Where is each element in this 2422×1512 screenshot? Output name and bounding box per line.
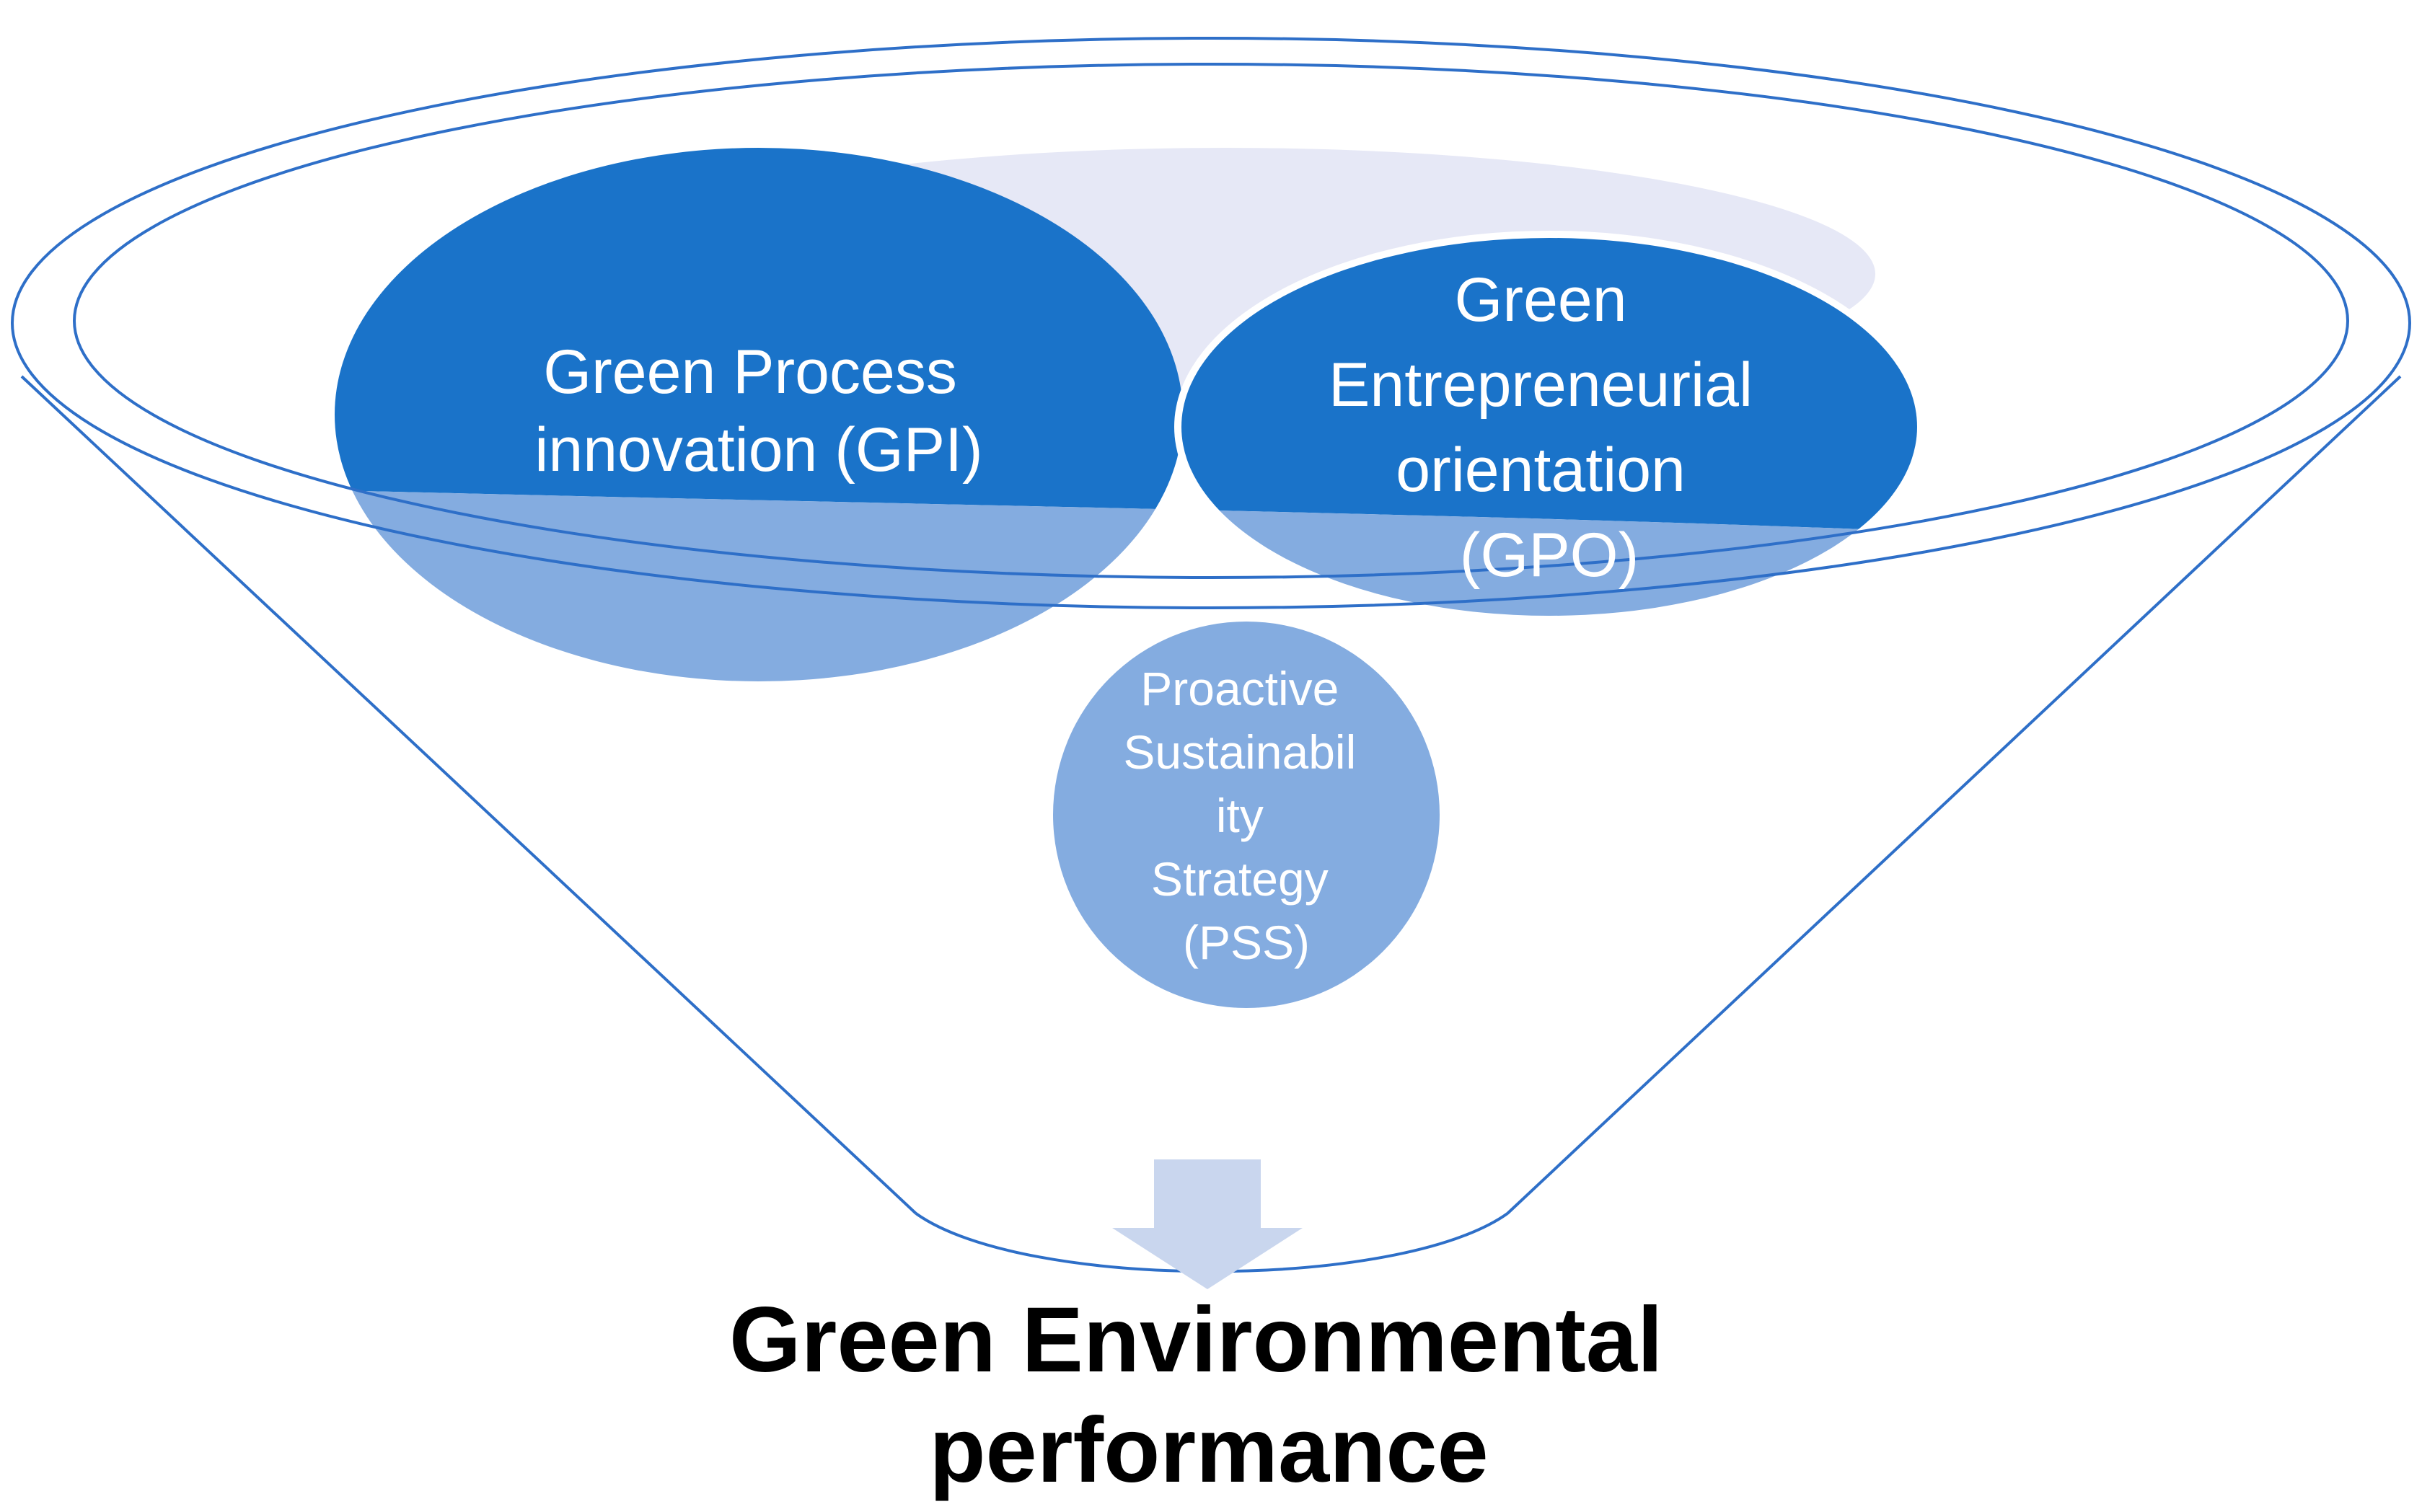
gpi-label-line: innovation (GPI) — [534, 415, 982, 485]
outcome-label: Green Environmental performance — [729, 1288, 1688, 1502]
funnel-rim-outer — [11, 37, 2411, 609]
pss-label-line: (PSS) — [1183, 916, 1310, 969]
down-arrow-icon — [1112, 1159, 1303, 1289]
gpo-label-line: orientation — [1396, 436, 1686, 505]
gpi-oval — [335, 148, 1183, 681]
gpo-label-line: Entrepreneurial — [1329, 350, 1753, 420]
gpi-label: Green Process innovation (GPI) — [534, 337, 982, 485]
pss-circle — [1053, 622, 1440, 1008]
gpo-label: Green Entrepreneurial orientation (GPO) — [1329, 265, 1770, 590]
gpo-oval — [1174, 231, 1924, 623]
pss-label-line: ity — [1216, 789, 1264, 842]
funnel-rim-inner — [73, 63, 2349, 579]
pss-label: Proactive Sustainabil ity Strategy (PSS) — [1123, 662, 1369, 969]
pss-label-line: Strategy — [1151, 852, 1329, 906]
pss-label-line: Sustainabil — [1123, 725, 1356, 779]
funnel-body — [20, 375, 2402, 1215]
gpo-label-line: (GPO) — [1460, 521, 1639, 590]
outcome-label-line: performance — [929, 1399, 1488, 1502]
gpi-label-line: Green Process — [543, 337, 957, 407]
gpo-label-line: Green — [1455, 265, 1627, 335]
pss-label-line: Proactive — [1140, 662, 1339, 715]
outcome-label-line: Green Environmental — [729, 1288, 1663, 1392]
